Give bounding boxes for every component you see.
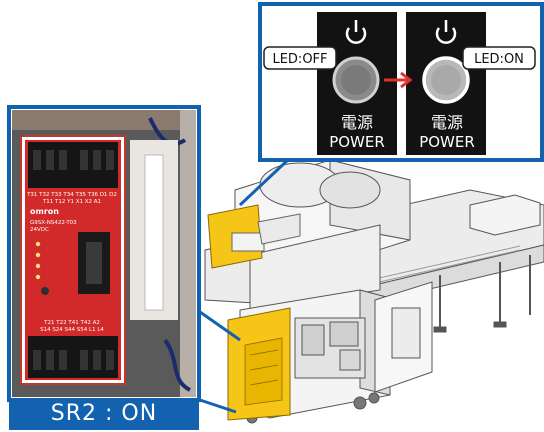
relay-dial-icon <box>41 287 49 295</box>
relay-terminals-top-b: T11 T12 Y1 X1 X2 A1 <box>42 199 101 205</box>
connector-bottom-a <box>199 310 241 342</box>
relay-voltage: 24VDC <box>30 227 49 233</box>
connector-bottom-b <box>199 398 237 414</box>
relay-terminals-top-a: T31 T32 T33 T34 T35 T36 D1 D2 <box>26 192 117 198</box>
led-on-label: LED:ON <box>474 52 524 67</box>
power-symbol-icon <box>345 20 367 44</box>
connector-top <box>238 156 292 207</box>
relay-model: G9SX-NS422-T03 <box>30 220 77 226</box>
power-symbol-icon <box>435 20 457 44</box>
led-off-tag <box>263 46 337 70</box>
led-on-tag <box>462 46 536 70</box>
callout-connectors <box>199 156 292 414</box>
arrow-right-icon <box>384 71 413 89</box>
control-cabinet-highlight <box>227 307 291 421</box>
power-en-label-off: POWER <box>329 133 385 151</box>
power-jp-label-on: 電源 <box>431 113 463 132</box>
power-en-label-on: POWER <box>419 133 475 151</box>
machine-illustration <box>204 159 544 424</box>
relay-brand: omron <box>30 207 59 216</box>
relay-photo-callout: T31 T32 T33 T34 T35 T36 D1 D2 T11 T12 Y1… <box>7 105 201 402</box>
led-off-label: LED:OFF <box>272 52 327 67</box>
relay-terminals-bottom-b: S14 S24 S44 S54 L1 L4 <box>40 327 104 333</box>
sr2-status-label: SR2 : ON <box>9 398 199 430</box>
power-led-callout: 電源 POWER 電源 POWER LED:OFF LED:ON <box>258 2 544 162</box>
relay-terminals-bottom-a: T21 T22 T41 T42 A2 <box>43 320 100 326</box>
power-jp-label-off: 電源 <box>341 113 373 132</box>
power-box-highlight <box>207 204 301 269</box>
